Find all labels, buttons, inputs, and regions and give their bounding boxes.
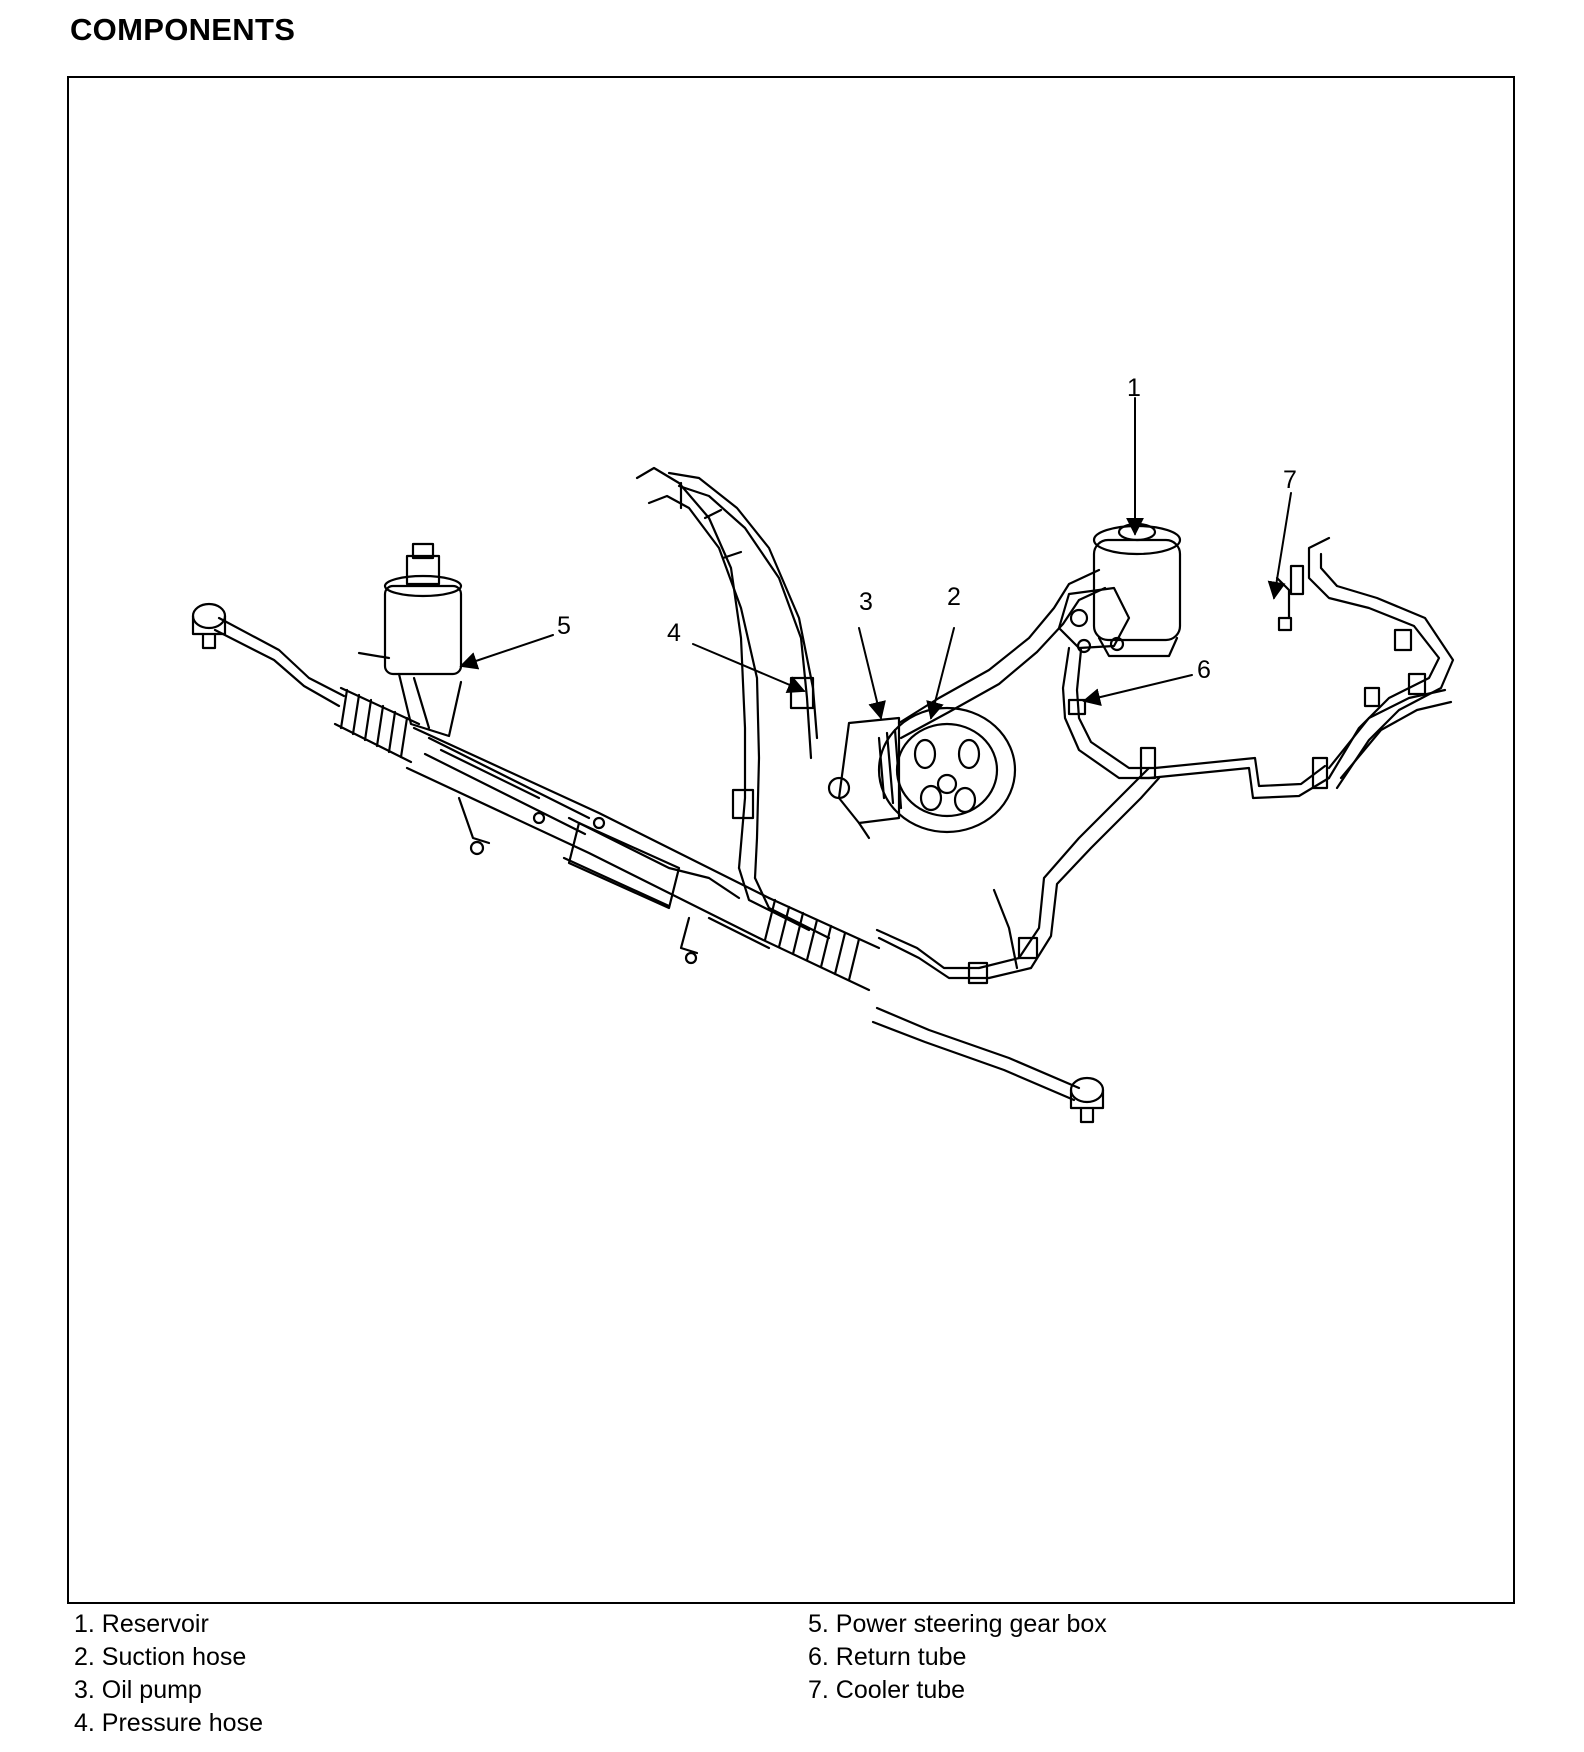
components-diagram-frame: 1 2 3 4 5 6 7 [67, 76, 1515, 1604]
legend-left-column: 1. Reservoir 2. Suction hose 3. Oil pump… [74, 1608, 263, 1740]
oil-pump [827, 706, 1017, 840]
callout-3: 3 [859, 588, 873, 616]
reservoir [1057, 522, 1182, 658]
page-title: COMPONENTS [70, 12, 296, 47]
legend-item-pressure-hose: 4. Pressure hose [74, 1709, 263, 1737]
suction-side-hose [667, 471, 819, 760]
callout-7: 7 [1283, 466, 1297, 494]
power-steering-diagram: 1 2 3 4 5 6 7 [191, 374, 1455, 1124]
legend-item-oil-pump: 3. Oil pump [74, 1676, 202, 1704]
legend-item-reservoir: 1. Reservoir [74, 1610, 209, 1638]
legend-right-column: 5. Power steering gear box 6. Return tub… [808, 1608, 1107, 1707]
legend-item-cooler-tube: 7. Cooler tube [808, 1676, 966, 1704]
pressure-hose [635, 466, 831, 940]
callout-1: 1 [1127, 374, 1141, 402]
legend-item-gear-box: 5. Power steering gear box [808, 1610, 1107, 1638]
legend-item-return-tube: 6. Return tube [808, 1643, 967, 1671]
gear-box-valve [357, 542, 463, 738]
callout-arrows [459, 397, 1292, 720]
callout-5: 5 [557, 612, 571, 640]
legend-item-suction-hose: 2. Suction hose [74, 1643, 247, 1671]
cooler-tube [1275, 536, 1455, 790]
callout-4: 4 [667, 619, 681, 647]
return-tube [875, 646, 1331, 985]
callout-6: 6 [1197, 656, 1211, 684]
suction-hose [897, 568, 1107, 740]
steering-rack [191, 602, 1105, 1124]
callout-2: 2 [947, 583, 961, 611]
